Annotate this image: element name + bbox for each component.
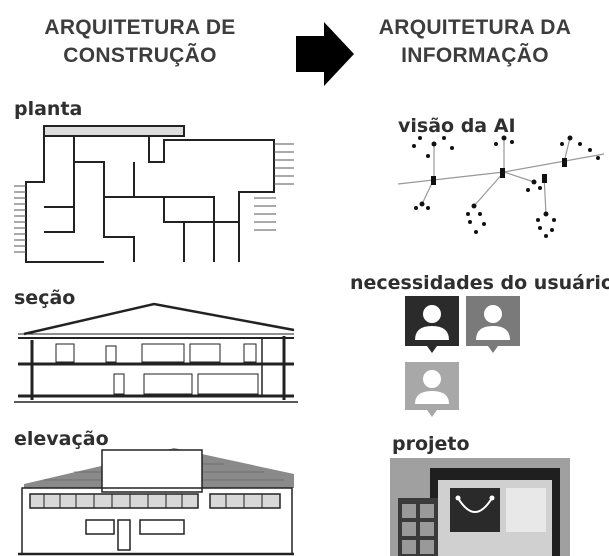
left-heading-line2: CONSTRUÇÃO: [63, 44, 217, 67]
label-necessidades: necessidades do usuário: [350, 272, 609, 294]
label-elevacao: elevação: [14, 428, 109, 450]
right-heading: ARQUITETURA DA INFORMAÇÃO: [355, 14, 595, 70]
label-projeto: projeto: [392, 433, 470, 455]
label-visao-ai: visão da AI: [398, 115, 516, 137]
right-arrow-icon: [296, 22, 354, 86]
user-icon-light: [405, 362, 459, 417]
right-heading-line2: INFORMAÇÃO: [401, 44, 549, 67]
floor-plan-drawing: [14, 125, 294, 263]
design-monitor-icon: [390, 458, 570, 556]
label-secao: seção: [14, 287, 76, 309]
section-drawing: [14, 302, 298, 403]
ia-tree-drawing: [397, 135, 605, 238]
elevation-drawing: [18, 448, 294, 556]
left-heading-line1: ARQUITETURA DE: [44, 16, 236, 39]
user-icon-dark: [405, 296, 459, 353]
label-planta: planta: [14, 98, 83, 120]
user-icon-medium: [466, 296, 520, 353]
left-heading: ARQUITETURA DE CONSTRUÇÃO: [20, 14, 260, 70]
right-heading-line1: ARQUITETURA DA: [378, 16, 572, 39]
